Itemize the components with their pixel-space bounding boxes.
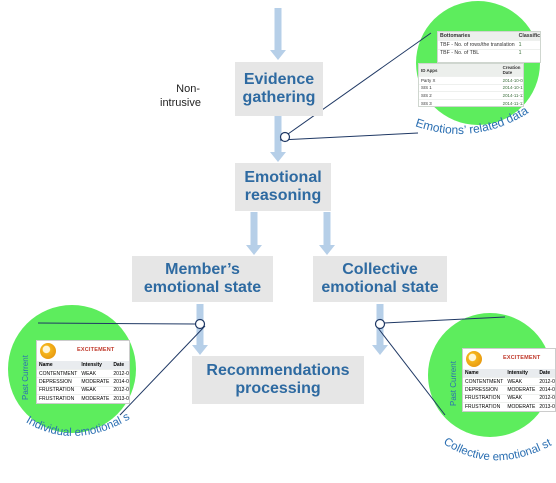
data-top-cell: 1 (516, 40, 540, 50)
emotion-badge: EXCITEMENT (77, 347, 115, 353)
emotion-header: Date (537, 369, 555, 378)
emotion-cell: 2014-07-02 (537, 385, 555, 395)
emotional-reasoning-box: Emotional reasoning (235, 163, 331, 211)
data-top-cell: TBF - No. of rows/the translation (438, 40, 517, 50)
emotion-cell: 2012-02-10 (537, 376, 555, 386)
emotion-header: Name (37, 361, 80, 370)
data-top-row: TBF - No. of rows/the translation110 (438, 40, 540, 50)
emotion-cell: 2013-09-14 (537, 402, 555, 411)
emotion-cell: MODERATE (505, 385, 538, 395)
data-bottom-cell: 2014-10-02 (500, 76, 523, 85)
emotion-cell: 2012-06-26 (537, 393, 555, 403)
data-top-header: Classification (516, 32, 540, 41)
emotion-cell: WEAK (79, 385, 112, 395)
data-table-top: BottomariesClassificationId TBF - No. of… (437, 31, 541, 63)
recommendations-box: Recommendations processing (192, 356, 364, 404)
data-top-header: Bottomaries (438, 32, 517, 41)
emotion-cell: CONTENTMENT (37, 368, 80, 378)
evidence-gathering-box: Evidence gathering (235, 62, 323, 116)
emotion-row: EXCITEMENTMODERATE2013-12-06 (37, 402, 129, 403)
collective-past-current-label: Past Current (449, 361, 458, 406)
emotion-cell: 2012-02-10 (111, 368, 129, 378)
recommendations-text: Recommendations processing (206, 362, 350, 397)
emotion-cell: 2014-07-02 (111, 377, 129, 387)
emotion-cell: FRUSTRATION (37, 385, 80, 395)
emotion-cell: CONTENTMENT (463, 376, 506, 386)
emotion-cell: MODERATE (505, 410, 538, 411)
emotion-cell: MODERATE (79, 402, 112, 403)
emotion-cell: MODERATE (79, 394, 112, 403)
non-intrusive-note: Non-intrusive (160, 83, 201, 109)
member-state-box: Member’s emotional state (132, 256, 273, 302)
evidence-link-node (279, 131, 291, 143)
data-bottom-cell: Party X (419, 76, 501, 85)
emotion-logo-icon (40, 343, 56, 359)
data-bottom-cell: 2014-10-17 (500, 83, 523, 92)
data-bottom-header: ID Apps (419, 64, 501, 77)
emotion-header: Date (111, 361, 129, 370)
emotion-header: Intensity (79, 361, 112, 370)
member-state-text: Member’s emotional state (143, 261, 262, 296)
emotion-cell: 2013-09-14 (111, 394, 129, 403)
data-top-row: TBF - No. of TBL110 (438, 48, 540, 58)
data-top-cell: TBF - No. of TBL (438, 48, 517, 58)
emotion-cell: DEPRESSION (37, 377, 80, 387)
emotion-header: Intensity (505, 369, 538, 378)
emotion-cell: EXCITEMENT (463, 410, 506, 411)
data-bottom-cell: SIS 2 (419, 91, 501, 100)
data-bottom-cell: 2014-11-11 (500, 91, 523, 100)
emotional-reasoning-text: Emotional reasoning (244, 169, 322, 204)
emotion-cell: WEAK (505, 376, 538, 386)
data-bottom-cell: SIS 3 (419, 98, 501, 106)
emotion-cell: FRUSTRATION (463, 393, 506, 403)
emotion-cell: MODERATE (505, 402, 538, 411)
individual-past-current-label: Past Current (21, 355, 30, 400)
evidence-gathering-text: Evidence gathering (242, 71, 316, 106)
emotion-cell: 2013-12-06 (111, 402, 129, 403)
emotion-row: EXCITEMENTMODERATE2013-12-06 (463, 410, 555, 411)
emotion-logo-icon (466, 351, 482, 367)
emotion-cell: FRUSTRATION (463, 402, 506, 411)
emotion-cell: WEAK (505, 393, 538, 403)
data-bottom-cell: SIS 1 (419, 83, 501, 92)
emotion-cell: 2012-06-26 (111, 385, 129, 395)
member-link-node (194, 318, 206, 330)
emotion-badge: EXCITEMENT (503, 355, 541, 361)
data-bottom-cell: 2014-11-12 (500, 98, 523, 106)
emotion-cell: FRUSTRATION (37, 394, 80, 403)
data-top-cell: 1 (516, 48, 540, 58)
emotion-cell: 2013-12-06 (537, 410, 555, 411)
emotion-cell: DEPRESSION (463, 385, 506, 395)
collective-state-box: Collective emotional state (313, 256, 447, 302)
emotion-cell: MODERATE (79, 377, 112, 387)
data-bottom-header: Creation Date (500, 64, 523, 77)
collective-link-node (374, 318, 386, 330)
collective-state-text: Collective emotional state (321, 261, 439, 296)
emotion-header: Name (463, 369, 506, 378)
emotion-cell: WEAK (79, 368, 112, 378)
emotion-cell: EXCITEMENT (37, 402, 80, 403)
